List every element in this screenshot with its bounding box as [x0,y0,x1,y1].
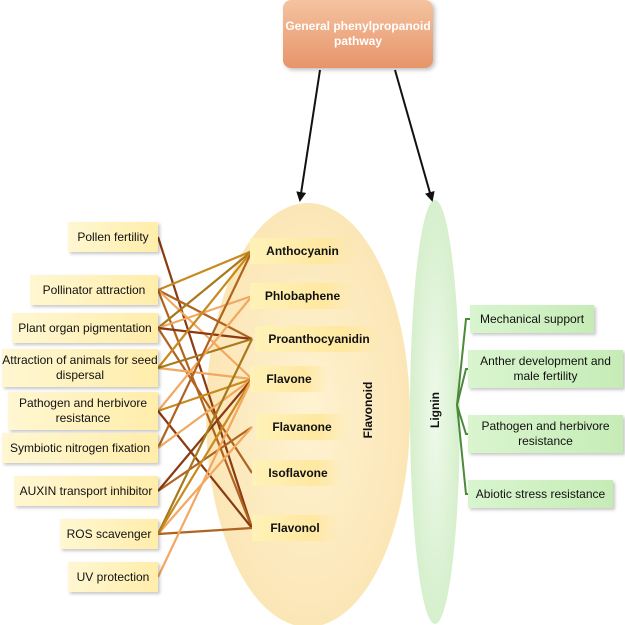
class-phlobaphene: Phlobaphene [250,283,355,309]
class-flavanone: Flavanone [256,414,348,440]
link-12 [157,295,253,412]
lignin-ellipse [410,200,460,624]
arrow-to-flavonoid [296,69,321,202]
lignin-mechanical-support: Mechanical support [470,305,594,333]
link-5 [157,250,253,329]
function-uv-protection: UV protection [68,562,158,592]
link-16 [157,378,253,449]
arrow-to-lignin [394,69,435,202]
class-flavone: Flavone [250,366,328,392]
link-8 [157,327,253,474]
function-plant-organ-pigmentation: Plant organ pigmentation [12,313,158,343]
link-0 [156,236,254,529]
general-pathway-box: General phenylpropanoid pathway [283,0,433,68]
link-22 [157,378,253,535]
lignin-abiotic-stress-resistance: Abiotic stress resistance [468,480,613,508]
function-ros-scavenger: ROS scavenger [60,519,158,549]
class-flavonol: Flavonol [252,515,338,541]
link-13 [157,377,253,413]
function-pollinator-attraction: Pollinator attraction [30,275,158,305]
function-pollen-fertility: Pollen fertility [68,222,158,252]
function-pathogen-herbivore-resistance: Pathogen and herbivore resistance [8,392,158,430]
function-auxin-transport-inhibitor: AUXIN transport inhibitor [14,476,158,506]
class-proanthocyanidin: Proanthocyanidin [255,326,383,352]
function-symbiotic-nitrogen-fixation: Symbiotic nitrogen fixation [2,433,158,463]
class-isoflavone: Isoflavone [252,460,344,486]
flavonoid-label: Flavonoid [361,381,375,439]
link-9 [157,250,253,369]
function-seed-dispersal: Attraction of animals for seed dispersal [2,349,158,387]
link-2 [157,289,253,340]
link-17 [157,426,253,492]
class-anthocyanin: Anthocyanin [250,238,355,264]
lignin-label: Lignin [428,392,442,428]
link-14 [157,410,253,529]
general-pathway-label: General phenylpropanoid pathway [285,19,431,48]
flavonoid-function-links [156,236,254,578]
link-19 [157,526,253,536]
lignin-link-0 [456,318,470,406]
link-7 [157,326,253,341]
link-21 [157,338,253,535]
link-6 [157,294,253,330]
lignin-pathogen-herbivore-resistance: Pathogen and herbivore resistance [468,415,623,453]
link-1 [157,249,253,292]
lignin-anther-development: Anther development and male fertility [468,350,623,388]
link-10 [157,366,253,381]
link-15 [157,250,253,449]
link-23 [157,378,253,578]
